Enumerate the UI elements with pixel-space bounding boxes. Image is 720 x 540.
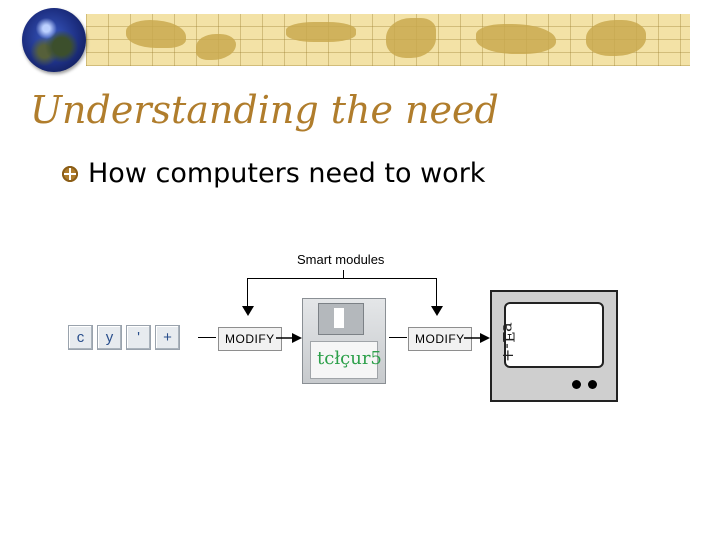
- bullet-item: How computers need to work: [62, 158, 485, 189]
- connector-left-in: [198, 337, 216, 338]
- arrow-right-icon: [464, 333, 490, 343]
- map-landmass: [586, 20, 646, 56]
- arrowhead-icon: [242, 306, 254, 316]
- connector-left-down: [247, 278, 248, 308]
- modify-box-left: MODIFY: [218, 327, 282, 351]
- bullet-text: How computers need to work: [88, 158, 486, 189]
- keyboard-keys: c y ' +: [68, 325, 180, 350]
- monitor-button: [588, 380, 597, 389]
- globe-logo: [22, 8, 86, 72]
- arrow-right-icon: [276, 333, 302, 343]
- connector-right-down: [436, 278, 437, 308]
- monitor-button: [572, 380, 581, 389]
- map-landmass: [476, 24, 556, 54]
- smart-modules-label: Smart modules: [297, 252, 385, 267]
- diagram: Smart modules c y ' + MODIFY tcłçur5 MOD…: [60, 240, 620, 405]
- map-landmass: [386, 18, 436, 58]
- bullet-icon: [62, 165, 78, 182]
- map-landmass: [286, 22, 356, 42]
- monitor-screen: ɐƎ-+: [499, 302, 604, 368]
- key-plus: +: [155, 325, 180, 350]
- map-landmass: [126, 20, 186, 48]
- key-c: c: [68, 325, 93, 350]
- map-landmass: [196, 34, 236, 60]
- connector-middle: [389, 337, 407, 338]
- floppy-disk-icon: tcłçur5: [302, 298, 386, 384]
- key-apostrophe: ': [126, 325, 151, 350]
- monitor-icon: ɐƎ-+: [490, 290, 618, 402]
- monitor-screen-text: ɐƎ-+: [499, 322, 518, 363]
- floppy-shutter-window: [334, 308, 344, 328]
- connector-horizontal: [247, 278, 437, 279]
- connector-vertical: [343, 270, 344, 278]
- floppy-label: [310, 341, 378, 379]
- map-banner: [86, 14, 690, 66]
- key-y: y: [97, 325, 122, 350]
- modify-box-right: MODIFY: [408, 327, 472, 351]
- slide-title: Understanding the need: [30, 88, 499, 132]
- arrowhead-icon: [431, 306, 443, 316]
- floppy-label-text: tcłçur5: [317, 348, 382, 369]
